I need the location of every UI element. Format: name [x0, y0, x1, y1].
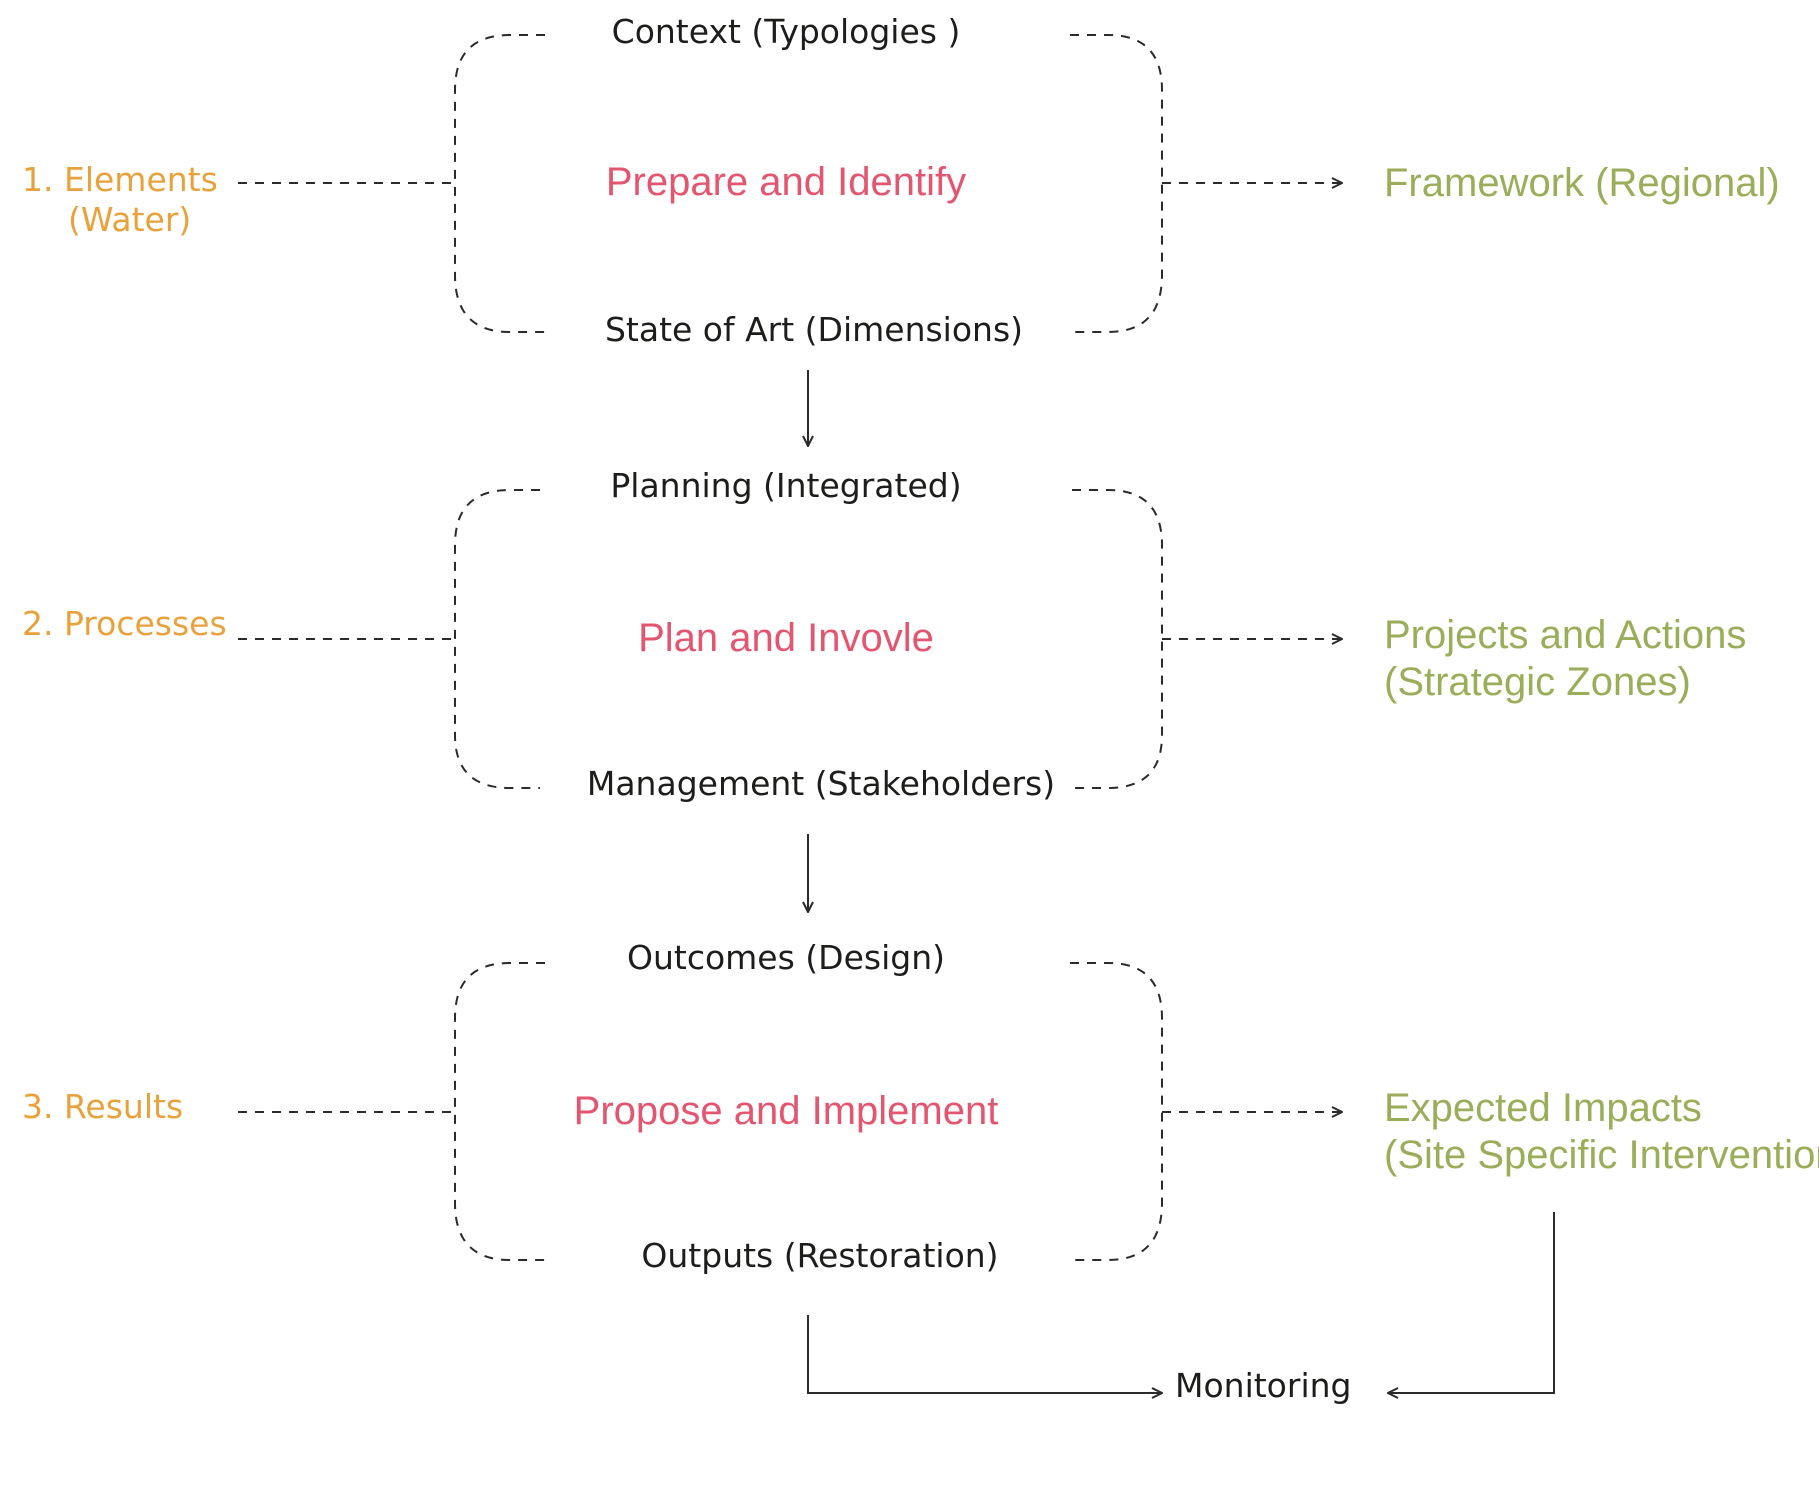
- stage-bottom-label: Management (Stakeholders): [587, 764, 1055, 803]
- stage-top-label: Outcomes (Design): [627, 938, 945, 977]
- monitoring-block: Monitoring: [807, 1212, 1555, 1405]
- bracket-right: [1072, 489, 1163, 789]
- stage-right-label: Projects and Actions (Strategic Zones): [1384, 613, 1758, 704]
- stage-bottom-label: Outputs (Restoration): [641, 1236, 998, 1275]
- bracket-left: [454, 489, 540, 789]
- bracket-right: [1070, 34, 1163, 333]
- stage-prepare-identify: Context (Typologies ) Prepare and Identi…: [22, 12, 1780, 349]
- bracket-right: [1070, 962, 1163, 1261]
- stage-left-label: 1. Elements (Water): [22, 160, 228, 239]
- stage-center-label: Propose and Implement: [574, 1089, 999, 1133]
- impacts-to-monitoring-arrow: [1388, 1212, 1555, 1393]
- monitoring-label: Monitoring: [1175, 1366, 1351, 1405]
- bracket-left: [454, 34, 545, 333]
- stage-left-label: 2. Processes: [22, 604, 227, 643]
- stage-top-label: Context (Typologies ): [612, 12, 961, 51]
- stage-bottom-label: State of Art (Dimensions): [605, 310, 1023, 349]
- stage-center-label: Plan and Invovle: [638, 616, 934, 660]
- stage-propose-implement: Outcomes (Design) Propose and Implement …: [22, 938, 1819, 1275]
- stage-left-label: 3. Results: [22, 1087, 183, 1126]
- stage-top-label: Planning (Integrated): [610, 466, 961, 505]
- outputs-to-monitoring-arrow: [807, 1315, 1162, 1393]
- stage-center-label: Prepare and Identify: [606, 160, 966, 204]
- stage-right-label: Framework (Regional): [1384, 161, 1780, 205]
- stage-plan-involve: Planning (Integrated) Plan and Invovle M…: [22, 466, 1758, 803]
- bracket-left: [454, 962, 545, 1261]
- stage-right-label: Expected Impacts (Site Specific Interven…: [1384, 1086, 1819, 1177]
